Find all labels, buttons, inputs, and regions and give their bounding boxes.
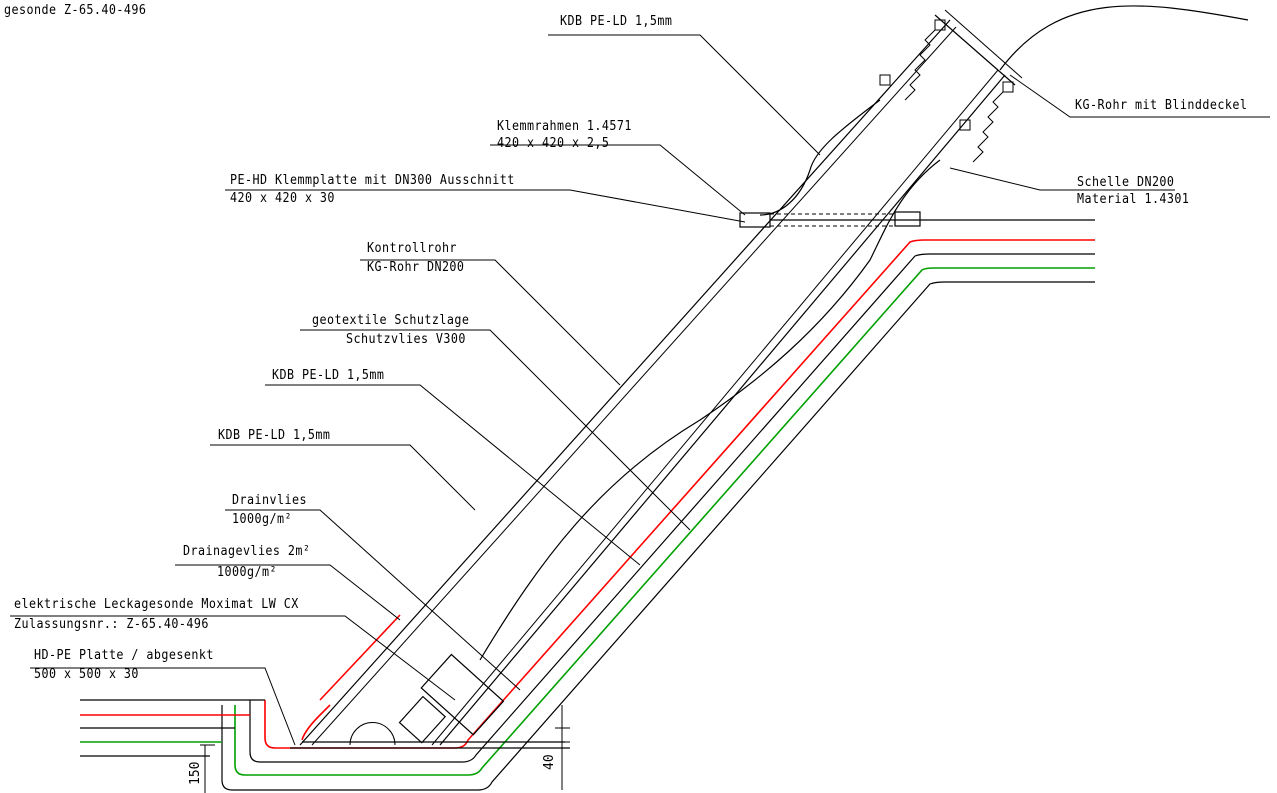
leader-schelle — [949, 167, 1175, 191]
dim-40-label: 40 — [542, 754, 557, 770]
leader-kdb-mid — [265, 384, 641, 566]
corrugation-1 — [934, 19, 946, 31]
leader-kdb-low — [210, 444, 476, 511]
leader-kdb-top — [548, 34, 821, 156]
label-kdb-low: KDB PE-LD 1,5mm — [218, 428, 331, 443]
corrugation-wave-right — [972, 91, 1004, 163]
label-drainagevlies-1: Drainagevlies 2m² — [183, 544, 311, 559]
leader-kontrollrohr — [360, 259, 621, 386]
leader-platte — [30, 667, 296, 746]
red-inner-bottom — [301, 704, 331, 741]
klemmplatte-right — [894, 211, 921, 227]
corrugation-2 — [879, 74, 891, 86]
label-kontrollrohr-2: KG-Rohr DN200 — [367, 260, 465, 275]
red-layer-slope — [264, 239, 1095, 749]
label-klemmplatte-1: PE-HD Klemmplatte mit DN300 Ausschnitt — [230, 173, 515, 188]
black-layer-4 — [221, 281, 1095, 791]
corrugation-wave-left — [904, 29, 936, 101]
kontrollrohr-wall-right — [439, 74, 1006, 746]
dim-150-label: 150 — [188, 761, 203, 785]
label-klemmrahmen-2: 420 x 420 x 2,5 — [497, 136, 610, 151]
label-geotextile-2: Schutzvlies V300 — [346, 332, 466, 347]
label-klemmplatte-2: 420 x 420 x 30 — [230, 191, 335, 206]
label-schelle-1: Schelle DN200 — [1077, 175, 1175, 190]
corrugation-4 — [959, 119, 971, 131]
kdb-wave-2 — [479, 159, 941, 661]
leader-drainvlies — [225, 509, 521, 691]
label-leckage-1: elektrische Leckagesonde Moximat LW CX — [14, 597, 299, 612]
leader-geotextile — [300, 329, 691, 531]
red-inner-slope — [319, 614, 401, 701]
terrain-curve — [999, 5, 1249, 71]
label-klemmrahmen-1: Klemmrahmen 1.4571 — [497, 119, 632, 134]
hdpe-platte — [398, 695, 447, 744]
kdb-wave — [759, 99, 881, 216]
kontrollrohr-wall-left — [299, 19, 951, 746]
label-platte-2: 500 x 500 x 30 — [34, 667, 139, 682]
label-drainagevlies-2: 1000g/m² — [217, 565, 277, 580]
label-kg-rohr-deckel: KG-Rohr mit Blinddeckel — [1075, 98, 1248, 113]
label-geotextile-1: geotextile Schutzlage — [312, 313, 470, 328]
leader-leckage — [10, 615, 456, 701]
header-partial-title: gesonde Z-65.40-496 — [4, 3, 147, 18]
leader-klemmplatte — [225, 189, 746, 223]
label-schelle-2: Material 1.4301 — [1077, 192, 1190, 207]
kontrollrohr-wall-left-inner — [311, 26, 957, 746]
leader-drainagevlies — [175, 564, 401, 621]
label-kontrollrohr-1: Kontrollrohr — [367, 241, 457, 256]
leckagesonde-box — [420, 653, 505, 736]
black-layer-2 — [249, 253, 1095, 763]
kontrollrohr-wall-right-inner — [431, 69, 999, 746]
label-kdb-mid: KDB PE-LD 1,5mm — [272, 368, 385, 383]
corrugation-3 — [1002, 81, 1014, 93]
green-layer-slope — [234, 267, 1095, 776]
kg-rohr-cap-2 — [944, 9, 1023, 79]
drain-arc — [349, 722, 396, 746]
label-kdb-top: KDB PE-LD 1,5mm — [560, 14, 673, 29]
kg-rohr-cap — [934, 14, 1016, 86]
leader-klemmrahmen — [490, 144, 746, 216]
label-drainvlies-2: 1000g/m² — [232, 512, 292, 527]
label-leckage-2: Zulassungsnr.: Z-65.40-496 — [14, 617, 209, 632]
label-platte-1: HD-PE Platte / abgesenkt — [34, 648, 214, 663]
leader-kg-rohr — [1009, 74, 1270, 118]
label-drainvlies-1: Drainvlies — [232, 493, 307, 508]
